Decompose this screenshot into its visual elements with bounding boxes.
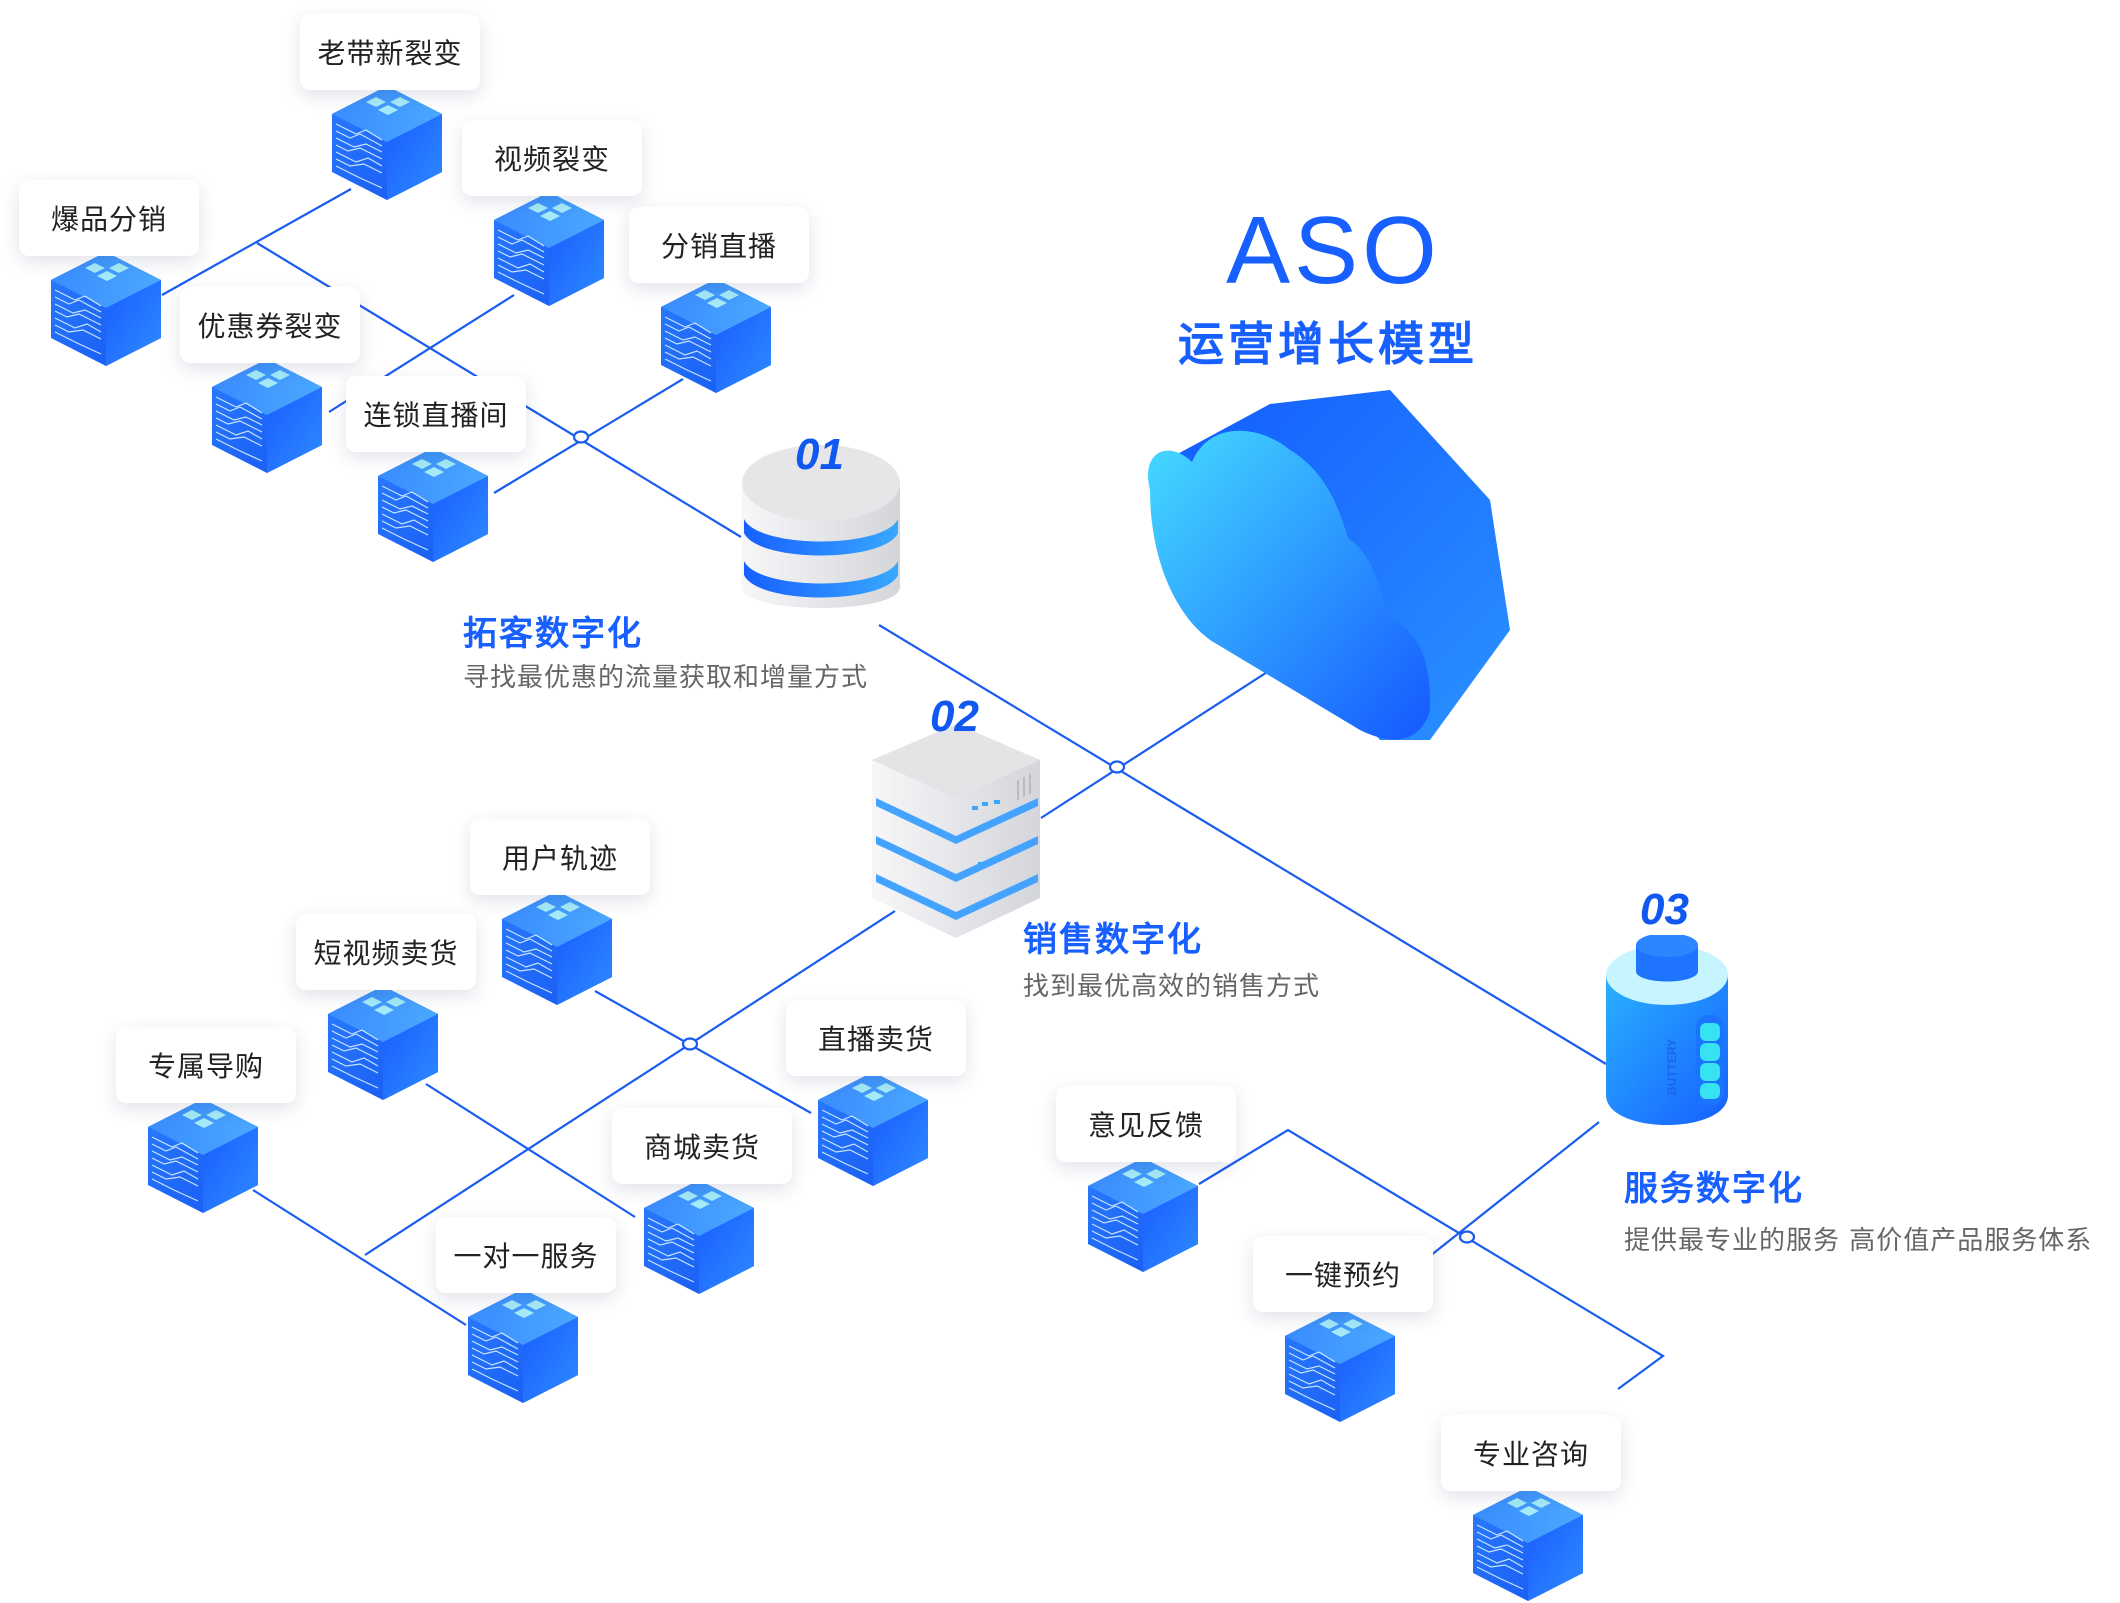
node-label-card: 用户轨迹 — [470, 819, 650, 895]
server-icon — [872, 724, 1040, 938]
connector-line — [594, 990, 812, 1114]
cube-icon — [327, 985, 439, 1101]
cube-icon — [643, 1179, 755, 1295]
junction-node — [681, 1037, 699, 1051]
connector-line — [1040, 664, 1279, 819]
battery-icon: BUTTERY — [1606, 935, 1728, 1125]
junction-node — [1108, 760, 1126, 774]
page-title: ASO — [1226, 197, 1441, 304]
junction-node — [572, 430, 590, 444]
node-label-card: 专属导购 — [116, 1027, 296, 1103]
node-label-card: 老带新裂变 — [300, 14, 480, 90]
connector-line — [1429, 1121, 1600, 1257]
cube-icon — [501, 890, 613, 1006]
section-number: 02 — [930, 692, 979, 741]
cube-icon — [1472, 1486, 1584, 1602]
section-number: 03 — [1640, 885, 1689, 934]
node-label-card: 专业咨询 — [1441, 1415, 1621, 1491]
section-description: 寻找最优惠的流量获取和增量方式 — [463, 663, 869, 693]
section-title: 服务数字化 — [1624, 1169, 1804, 1209]
connector-line — [878, 624, 1607, 1065]
junction-node — [1458, 1230, 1476, 1244]
connector-line — [425, 1083, 636, 1218]
battery-label: BUTTERY — [1665, 1039, 1679, 1095]
section-description: 找到最优高效的销售方式 — [1023, 972, 1321, 1002]
node-label-card: 意见反馈 — [1056, 1086, 1236, 1162]
node-label-card: 短视频卖货 — [296, 914, 476, 990]
connector-line — [161, 188, 352, 296]
node-label-card: 分销直播 — [629, 207, 809, 283]
connector-line — [1198, 1128, 1665, 1390]
cube-icon — [1087, 1157, 1199, 1273]
cube-icon — [377, 447, 489, 563]
node-label-card: 一对一服务 — [436, 1217, 616, 1293]
cloud-icon — [1148, 390, 1510, 740]
section-description: 提供最专业的服务 高价值产品服务体系 — [1624, 1226, 2093, 1256]
node-label-card: 优惠券裂变 — [180, 287, 360, 363]
cube-icon — [493, 191, 605, 307]
cube-icon — [660, 278, 772, 394]
cube-icon — [1284, 1307, 1396, 1423]
connector-line — [252, 1189, 467, 1326]
database-icon — [742, 445, 900, 608]
page-subtitle: 运营增长模型 — [1178, 317, 1478, 371]
cube-icon — [467, 1288, 579, 1404]
node-label-card: 直播卖货 — [786, 1000, 966, 1076]
node-label-card: 商城卖货 — [612, 1108, 792, 1184]
cube-icon — [817, 1071, 929, 1187]
section-number: 01 — [795, 430, 844, 479]
cube-icon — [211, 358, 323, 474]
cube-icon — [331, 85, 443, 201]
node-label-card: 视频裂变 — [462, 120, 642, 196]
cube-icon — [50, 251, 162, 367]
section-title: 拓客数字化 — [463, 614, 643, 654]
section-title: 销售数字化 — [1023, 920, 1203, 960]
node-label-card: 爆品分销 — [19, 180, 199, 256]
connector-line — [364, 910, 896, 1256]
node-label-card: 一键预约 — [1253, 1236, 1433, 1312]
cube-icon — [147, 1098, 259, 1214]
node-label-card: 连锁直播间 — [346, 376, 526, 452]
connector-lines — [161, 188, 1665, 1390]
